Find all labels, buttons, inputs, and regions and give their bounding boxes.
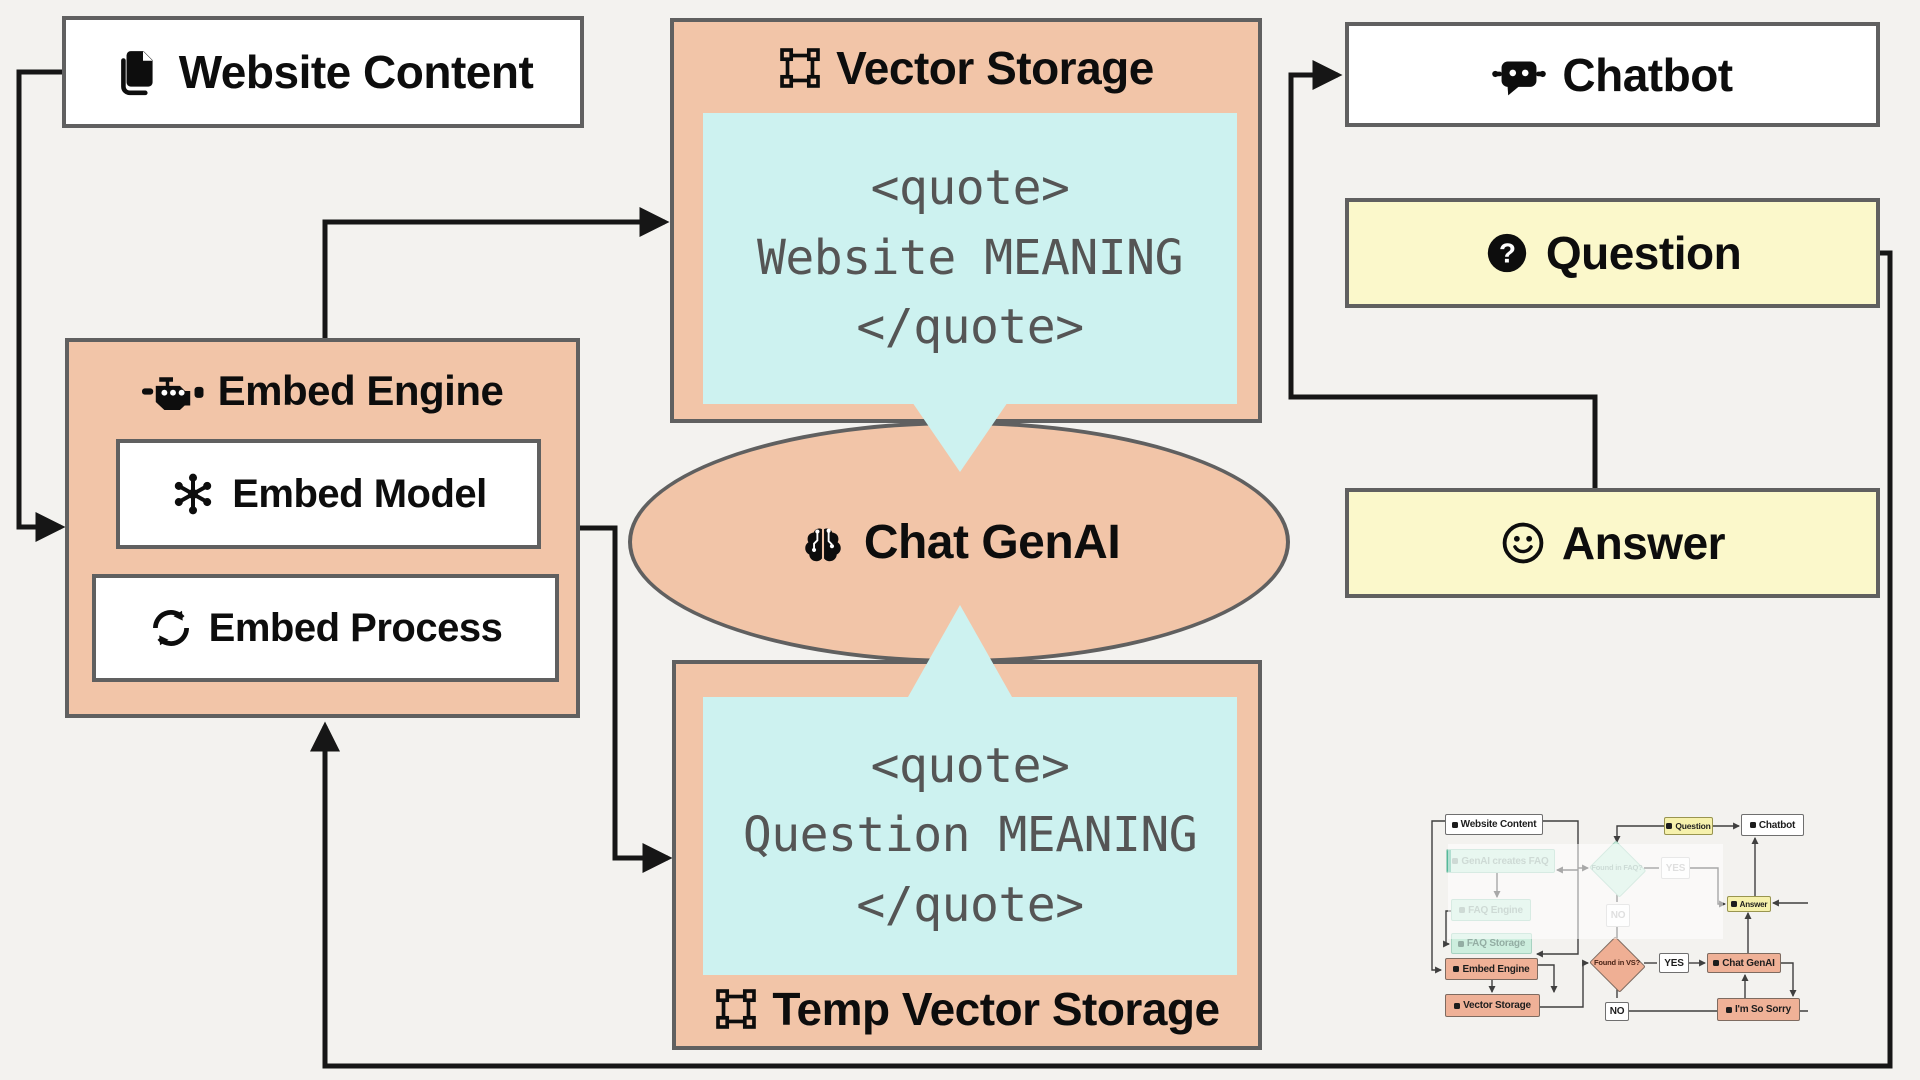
arrow-website-content-to-embed-engine[interactable] [16, 69, 66, 542]
node-label: Website Content [178, 46, 534, 98]
engine-icon [1453, 966, 1460, 972]
bot-message-icon [1492, 50, 1546, 100]
minimap[interactable]: Website Content Question Chatbot GenAI c… [1428, 813, 1808, 1025]
temp-vector-storage-quote[interactable]: <quote> Question MEANING </quote> [703, 697, 1237, 975]
node-chatbot[interactable]: Chatbot [1345, 22, 1880, 127]
minimap-node-vector-storage[interactable]: Vector Storage [1445, 994, 1540, 1017]
question-circle-icon [1484, 230, 1530, 276]
minimap-node-chat-genai[interactable]: Chat GenAI [1707, 953, 1781, 973]
minimap-label: Question [1675, 821, 1711, 831]
node-temp-vector-storage[interactable]: <quote> Question MEANING </quote> Temp V… [672, 660, 1262, 1050]
minimap-label: NO [1609, 1006, 1625, 1017]
vector-square-icon [714, 987, 758, 1031]
minimap-node-embed-engine[interactable]: Embed Engine [1445, 958, 1538, 980]
arrow-answer-to-chatbot[interactable] [1288, 60, 1598, 488]
embed-engine-title: Embed Engine [69, 342, 576, 439]
arrow-embed-engine-to-temp-vector-storage[interactable] [580, 525, 673, 873]
sad-face-icon [1725, 1006, 1732, 1013]
bot-icon [1749, 822, 1756, 828]
minimap-node-yes-vs[interactable]: YES [1659, 953, 1689, 973]
node-embed-engine[interactable]: Embed Engine Embed Model Embed Process [65, 338, 580, 718]
node-label: Embed Model [232, 471, 487, 516]
sync-arrows-icon [149, 606, 193, 650]
node-answer[interactable]: Answer [1345, 488, 1880, 598]
minimap-node-website-content[interactable]: Website Content [1445, 814, 1543, 835]
node-embed-process[interactable]: Embed Process [92, 574, 559, 682]
engine-icon [142, 370, 204, 412]
minimap-viewport-overlay[interactable] [1448, 844, 1723, 939]
node-label: Chatbot [1562, 48, 1733, 101]
quote-line: <quote> [870, 737, 1070, 794]
temp-vector-storage-title: Temp Vector Storage [676, 971, 1258, 1046]
hub-nodes-icon [170, 471, 216, 517]
minimap-node-im-so-sorry[interactable]: I'm So Sorry [1717, 998, 1800, 1021]
node-label: Temp Vector Storage [772, 982, 1220, 1035]
minimap-label: Chatbot [1758, 819, 1796, 831]
database-icon [1457, 940, 1464, 947]
vector-square-icon [778, 46, 822, 90]
quote-line: </quote> [856, 876, 1084, 933]
minimap-label: YES [1664, 957, 1684, 969]
smiley-icon [1730, 901, 1737, 907]
minimap-node-no-vs[interactable]: NO [1605, 1002, 1629, 1021]
node-vector-storage[interactable]: Vector Storage <quote> Website MEANING <… [670, 18, 1262, 423]
question-icon [1666, 823, 1673, 829]
node-website-content[interactable]: Website Content [62, 16, 584, 128]
minimap-label: Answer [1739, 899, 1768, 909]
vector-storage-title: Vector Storage [674, 22, 1258, 113]
vector-square-icon [1454, 1002, 1461, 1009]
minimap-label: I'm So Sorry [1734, 1004, 1792, 1015]
brain-icon [1713, 960, 1720, 966]
minimap-node-question[interactable]: Question [1664, 817, 1713, 835]
node-embed-model[interactable]: Embed Model [116, 439, 541, 549]
quote-line: Website MEANING [757, 229, 1183, 286]
node-label: Answer [1561, 517, 1726, 569]
node-label: Question [1545, 227, 1742, 279]
node-question[interactable]: Question [1345, 198, 1880, 308]
minimap-label: Website Content [1460, 819, 1537, 830]
smiley-icon [1500, 520, 1546, 566]
minimap-label: Found in VS? [1594, 957, 1640, 967]
node-label: Embed Engine [217, 366, 504, 414]
node-label: Embed Process [208, 605, 503, 650]
quote-line: </quote> [856, 299, 1084, 356]
document-icon [1451, 821, 1458, 828]
copy-pages-icon [113, 47, 163, 97]
node-label: Vector Storage [836, 41, 1154, 94]
minimap-label: FAQ Storage [1466, 938, 1526, 949]
minimap-node-answer[interactable]: Answer [1727, 896, 1771, 912]
arrow-embed-engine-to-vector-storage[interactable] [322, 207, 670, 338]
node-label: Chat GenAI [863, 515, 1121, 569]
minimap-node-found-in-vs[interactable]: Found in VS? [1589, 935, 1647, 993]
minimap-node-chatbot[interactable]: Chatbot [1741, 814, 1804, 836]
minimap-label: Vector Storage [1463, 1000, 1531, 1011]
minimap-label: Chat GenAI [1722, 957, 1775, 969]
arrow-question-to-embed-engine[interactable] [310, 250, 1893, 1069]
quote-line: Question MEANING [742, 807, 1198, 864]
minimap-label: Embed Engine [1462, 963, 1530, 975]
vector-storage-quote[interactable]: <quote> Website MEANING </quote> [703, 113, 1237, 404]
brain-circuit-icon [798, 517, 848, 567]
quote-line: <quote> [870, 160, 1070, 217]
